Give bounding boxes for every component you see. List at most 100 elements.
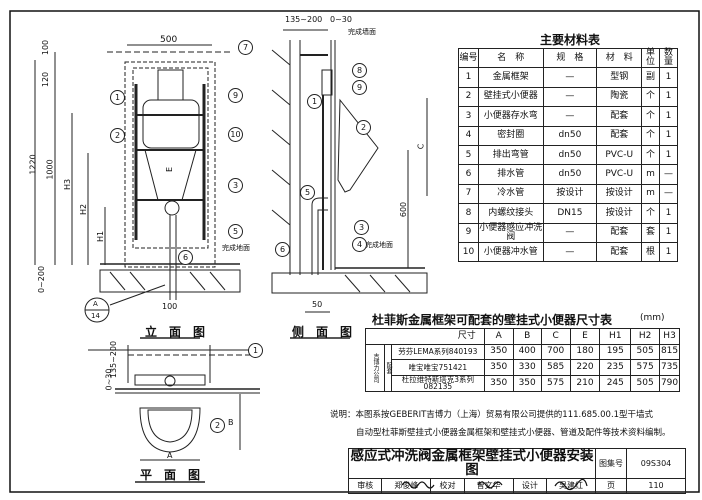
materials-cell: 1 [659,106,678,127]
designer-name: 吴建红 [546,478,596,494]
size-header-cell: E [569,328,601,345]
dim-c: C [416,143,426,150]
size-cell: 220 [569,359,601,376]
callout-bubble: 1 [248,343,263,358]
materials-cell: 陶瓷 [596,86,643,108]
materials-cell: 套 [641,222,661,243]
callout-bubble: 1 [307,94,322,109]
materials-cell: 4 [458,125,479,146]
materials-cell: m [641,183,661,205]
materials-cell: PVC-U [596,164,643,185]
materials-cell: — [659,164,678,185]
side-finish-floor-label: 完成地面 [365,241,393,249]
size-cell: 400 [512,343,542,360]
size-header-cell: B [512,328,542,345]
size-cell: 505 [630,374,661,392]
materials-cell: 1 [659,86,678,108]
materials-header-cell: 编号 [458,47,479,69]
materials-cell: 按设计 [596,203,643,224]
materials-cell: 个 [641,144,661,166]
size-model-name: 唯宝唯宝751421 [391,359,485,376]
size-cell: 735 [659,359,680,376]
callout-bubble: 9 [228,88,243,103]
dim-gap: 0~30 [330,15,352,24]
size-header-cell: C [540,328,571,345]
materials-cell: — [542,222,598,243]
callout-bubble: 6 [178,250,193,265]
dim-600: 600 [399,201,409,218]
plan-view-drawing [88,345,260,483]
callout-bubble: 3 [354,220,369,235]
callout-bubble: 10 [228,127,243,142]
materials-cell: 型钢 [596,67,643,88]
dim-h2: H2 [79,203,89,216]
notes-line-1: 本图系按GEBERIT吉博力（上海）贸易有限公司提供的111.685.00.1型… [355,410,654,420]
size-cell: 575 [540,374,571,392]
materials-cell: 密封圈 [477,125,544,146]
callout-bubble: 8 [352,63,367,78]
materials-cell: 小便器存水弯 [477,106,544,127]
checker-name: 曾文华 [463,478,514,494]
dim-50: 50 [312,300,323,309]
callout-bubble: 1 [110,90,125,105]
materials-cell: 排水管 [477,164,544,185]
size-side-label-2: 配套 [384,343,392,392]
materials-header-cell: 规 格 [542,47,598,69]
page-number: 110 [626,478,686,494]
side-view-caption: 侧 面 图 [292,325,353,339]
materials-cell: 冷水管 [477,183,544,205]
notes-label: 说明： [330,410,356,420]
size-cell: 245 [599,374,632,392]
dim-100: 100 [41,39,51,56]
atlas-label: 图集号 [595,448,627,479]
materials-cell: 7 [458,183,479,205]
reviewer-label: 审核 [347,478,383,494]
materials-cell: 配套 [596,125,643,146]
dim-wall: 135~200 [285,15,323,24]
materials-header-cell: 单位 [641,47,661,69]
materials-cell: 8 [458,203,479,224]
materials-cell: 1 [659,241,678,263]
materials-cell: 配套 [596,241,643,263]
materials-cell: PVC-U [596,144,643,166]
size-side-label-1: 吉博力公司 [365,343,385,392]
materials-cell: 内螺纹接头 [477,203,544,224]
size-table-title: 杜菲斯金属框架可配套的壁挂式小便器尺寸表 [372,313,613,327]
materials-cell: 根 [641,241,661,263]
materials-table-title: 主要材料表 [540,33,601,47]
size-cell: 350 [483,343,514,360]
materials-cell: 小便器感应冲洗阀 [477,222,544,243]
callout-bubble: 5 [228,224,243,239]
size-cell: 180 [569,343,601,360]
materials-cell: 个 [641,203,661,224]
materials-cell: 个 [641,106,661,127]
size-cell: 350 [483,359,514,376]
size-cell: 790 [659,374,680,392]
materials-cell: 1 [659,222,678,243]
materials-cell: 5 [458,144,479,166]
callout-bubble: 4 [352,237,367,252]
materials-cell: — [542,86,598,108]
size-corner-label: 尺寸 [365,328,485,345]
dim-e: E [165,166,175,173]
materials-cell: dn50 [542,125,598,146]
materials-cell: 个 [641,125,661,146]
dim-120: 120 [41,71,51,88]
side-view-drawing [271,29,428,339]
size-cell: 235 [599,359,632,376]
size-cell: 330 [512,359,542,376]
elevation-drawing [34,44,241,339]
materials-cell: 1 [659,144,678,166]
size-header-cell: H1 [599,328,632,345]
size-cell: 585 [540,359,571,376]
materials-cell: 1 [458,67,479,88]
materials-cell: dn50 [542,144,598,166]
